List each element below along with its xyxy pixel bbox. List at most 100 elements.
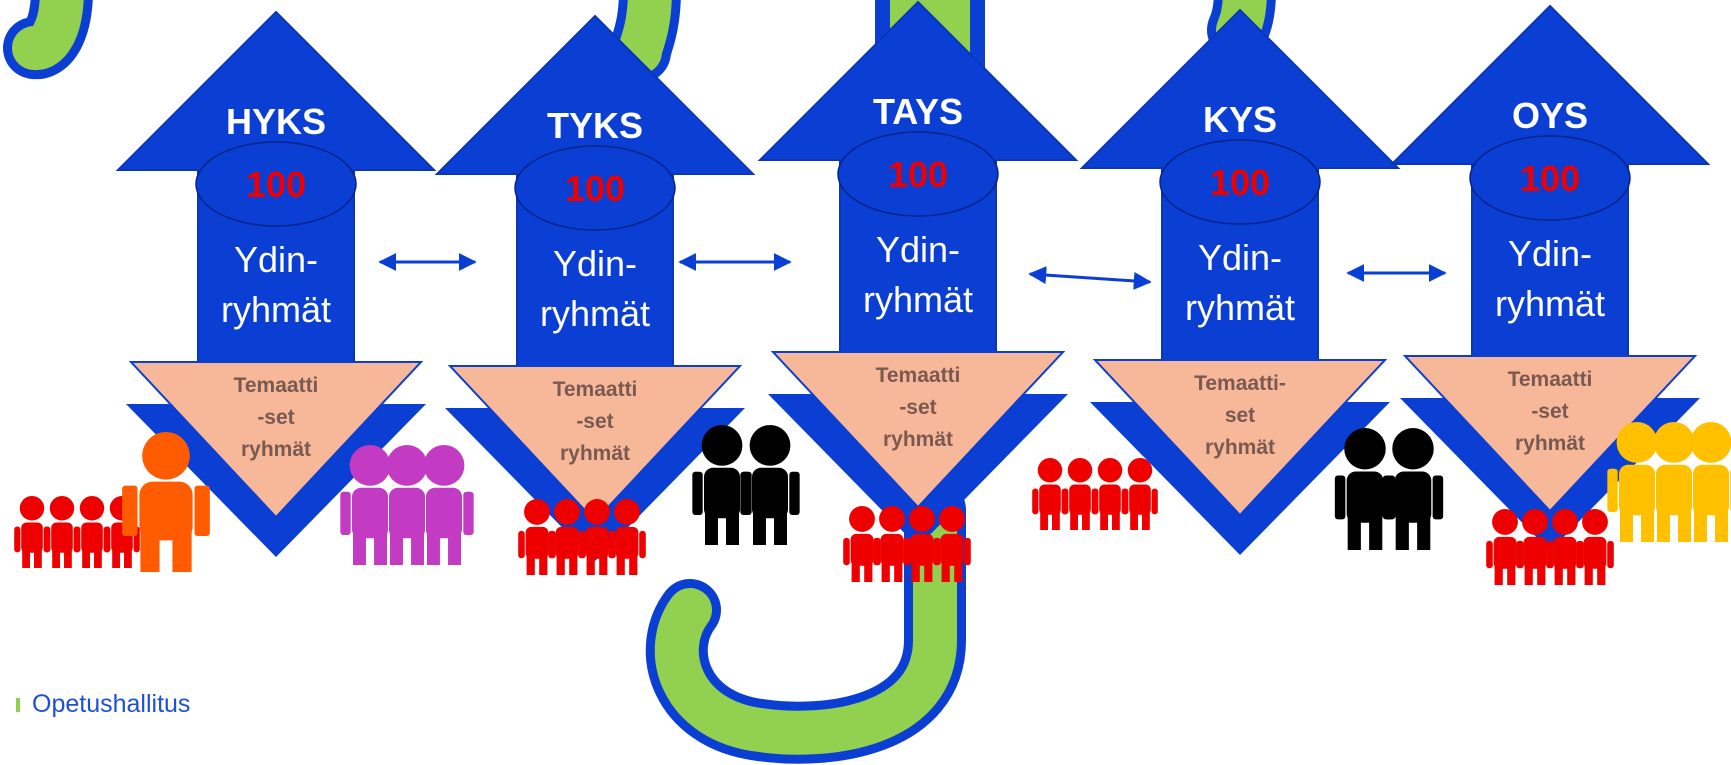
person-head (1522, 508, 1548, 535)
thematic-groups-label: Temaatti (234, 374, 319, 397)
person-head (79, 496, 105, 521)
thematic-groups-label: Temaatti (876, 364, 961, 387)
person-arm (1516, 540, 1523, 569)
person-leg (1567, 553, 1576, 585)
center-name: KYS (1203, 99, 1277, 140)
person-leg (1347, 498, 1361, 550)
core-groups-label: ryhmät (540, 293, 650, 334)
person-leg (864, 550, 873, 582)
person-arm (1432, 475, 1444, 520)
person-leg (526, 543, 535, 575)
core-groups-label: Ydin- (1508, 233, 1592, 274)
person-leg (1694, 491, 1707, 542)
person-leg (1052, 499, 1060, 530)
hook-bottom-j (654, 488, 957, 755)
person-leg (774, 494, 787, 545)
people-group-adult-orange (122, 432, 210, 572)
person-arm (463, 491, 474, 535)
person-arm (74, 526, 81, 553)
person-arm (414, 491, 425, 535)
person-leg (448, 514, 461, 565)
person-arm (1382, 475, 1394, 520)
person-head (614, 499, 640, 525)
person-leg (954, 550, 963, 582)
person-leg (753, 494, 766, 545)
person-arm (903, 537, 910, 566)
person-head (1616, 422, 1658, 463)
center-name: HYKS (226, 101, 326, 142)
person-leg (52, 537, 60, 568)
person-leg (34, 537, 42, 568)
thematic-triangle (770, 351, 1066, 509)
person-arm (578, 530, 585, 559)
person-leg (881, 550, 890, 582)
person-head (19, 496, 45, 521)
person-head (554, 499, 580, 525)
person-arm (789, 471, 800, 515)
person-leg (1040, 499, 1048, 530)
core-groups-label: ryhmät (1185, 287, 1295, 328)
person-leg (1597, 553, 1606, 585)
person-arm (933, 537, 940, 566)
person-head (142, 432, 190, 480)
thematic-groups-label: -set (257, 406, 294, 429)
core-groups-label: ryhmät (1495, 283, 1605, 324)
person-leg (124, 537, 132, 568)
person-head (584, 499, 610, 525)
person-leg (64, 537, 72, 568)
person-leg (82, 537, 90, 568)
core-groups-label: ryhmät (221, 289, 331, 330)
hook-top-left (12, 0, 84, 70)
person-leg (1524, 553, 1533, 585)
person-head (849, 505, 875, 532)
thematic-triangle (128, 361, 424, 519)
person-leg (911, 550, 920, 582)
person-leg (1082, 499, 1090, 530)
person-leg (539, 543, 548, 575)
person-leg (1142, 499, 1150, 530)
person-arm (1122, 488, 1129, 515)
person-leg (599, 543, 608, 575)
thematic-groups-label: Temaatti- (1194, 372, 1286, 395)
person-arm (1607, 468, 1618, 512)
person-leg (140, 513, 160, 572)
people-group-couple-black (692, 425, 800, 545)
person-head (909, 505, 935, 532)
person-arm (692, 471, 703, 515)
connector-arrow (1028, 266, 1152, 290)
person-leg (1537, 553, 1546, 585)
person-head (1067, 458, 1093, 483)
person-arm (122, 485, 138, 536)
person-leg (569, 543, 578, 575)
people-group-children-red (518, 499, 646, 575)
thematic-groups-label: ryhmät (560, 442, 630, 465)
footer-label: Opetushallitus (32, 690, 191, 718)
person-arm (964, 537, 971, 566)
person-head (1344, 428, 1386, 470)
person-arm (44, 526, 51, 553)
person-arm (1032, 488, 1039, 515)
person-head (1582, 508, 1608, 535)
person-head (879, 505, 905, 532)
center-count: 100 (565, 168, 625, 209)
thematic-groups-label: -set (1531, 400, 1568, 423)
person-head (1392, 428, 1434, 470)
centers: HYKS100Ydin-ryhmätTemaatti-setryhmätTYKS… (115, 0, 1711, 561)
person-leg (1657, 491, 1670, 542)
person-leg (1554, 553, 1563, 585)
person-head (701, 425, 743, 466)
person-arm (518, 530, 525, 559)
person-leg (112, 537, 120, 568)
person-arm (340, 491, 351, 535)
count-ellipse (514, 145, 676, 231)
person-arm (194, 485, 210, 536)
footer: Opetushallitus (16, 690, 190, 719)
person-leg (851, 550, 860, 582)
center-name: TAYS (873, 91, 963, 132)
person-head (1127, 458, 1153, 483)
person-leg (1395, 498, 1409, 550)
person-leg (1100, 499, 1108, 530)
